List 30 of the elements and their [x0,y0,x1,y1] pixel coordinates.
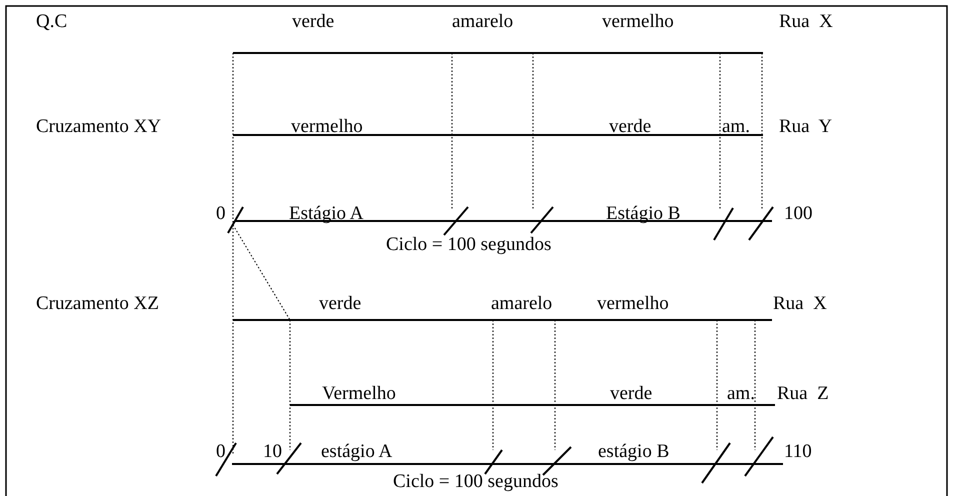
street-label: Rua X [779,11,833,33]
time-value: 0 [216,203,226,225]
phase-label: Vermelho [322,383,396,405]
phase-label: verde [292,11,334,33]
stage-label: Estágio A [289,203,364,225]
phase-label: vermelho [291,116,363,138]
phase-label: vermelho [602,11,674,33]
phase-label: verde [609,116,652,138]
street-label: Rua Y [779,116,832,138]
phase-label: am. [722,116,750,138]
time-value: 0 [216,441,226,463]
phase-label: verde [610,383,652,405]
cycle-note: Ciclo = 100 segundos [386,234,552,256]
stage-label: estágio B [598,441,670,463]
street-label: Rua Z [777,383,829,405]
phase-label: amarelo [452,11,514,33]
phase-label: am. [727,383,755,405]
row-label: Cruzamento XZ [36,293,159,315]
row-label: Cruzamento XY [36,116,162,138]
row-label: Q.C [36,11,68,33]
phase-label: vermelho [597,293,669,315]
stage-label: estágio A [321,441,392,463]
street-label: Rua X [773,293,827,315]
time-value: 10 [263,441,282,463]
phase-label: verde [319,293,362,315]
phase-label: amarelo [491,293,552,315]
stage-label: Estágio B [606,203,680,225]
cycle-note: Ciclo = 100 segundos [393,471,558,493]
time-value: 100 [784,203,812,225]
time-value: 110 [784,441,812,463]
